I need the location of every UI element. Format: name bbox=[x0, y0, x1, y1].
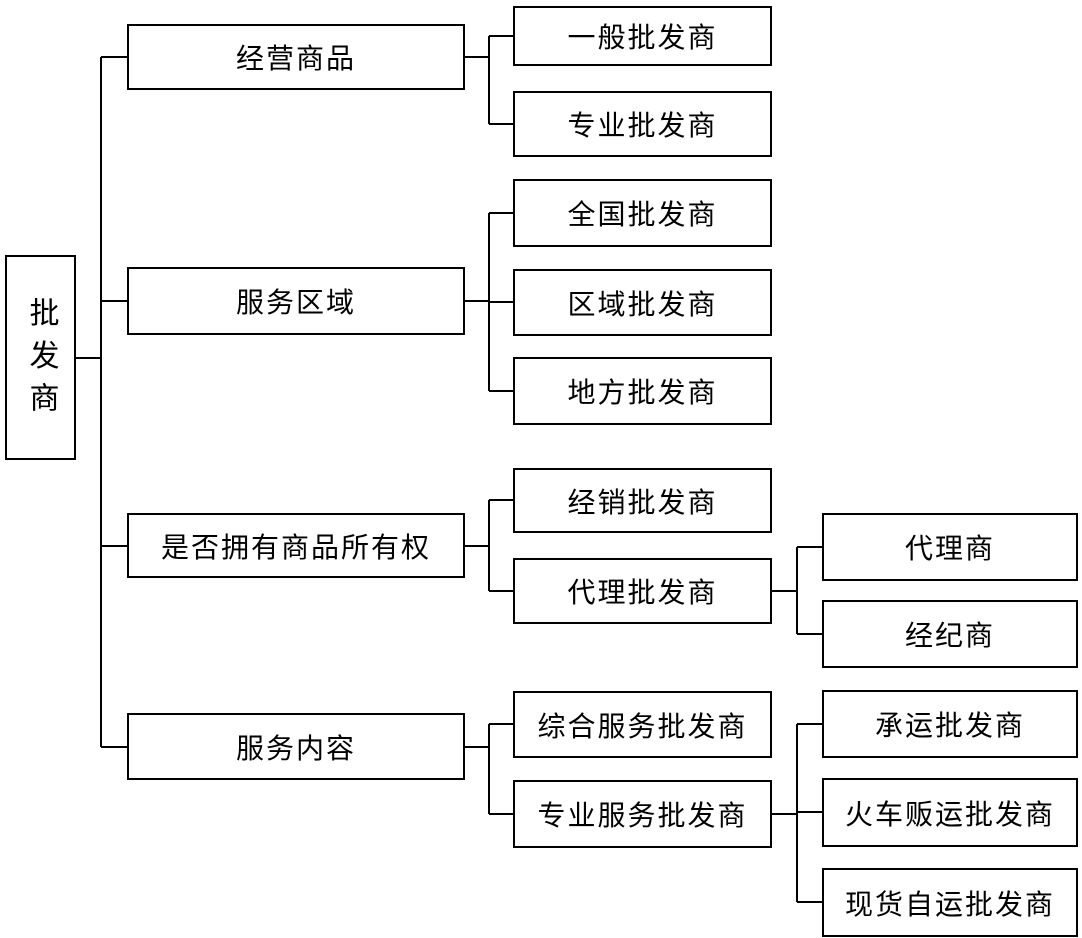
node-local-wholesaler: 地方批发商 bbox=[513, 357, 772, 425]
node-distribution-wholesaler: 经销批发商 bbox=[513, 468, 772, 533]
connector-special-service-bracket bbox=[772, 723, 822, 903]
node-agent: 代理商 bbox=[822, 513, 1078, 581]
node-ownership: 是否拥有商品所有权 bbox=[127, 513, 465, 578]
connector-service-content-bracket bbox=[465, 723, 513, 815]
node-regional-wholesaler: 区域批发商 bbox=[513, 269, 772, 336]
node-limited-service-wholesaler: 专业服务批发商 bbox=[513, 780, 772, 848]
node-full-service-wholesaler: 综合服务批发商 bbox=[513, 691, 772, 758]
node-specialty-wholesaler: 专业批发商 bbox=[513, 91, 772, 157]
node-rail-trade-wholesaler: 火车贩运批发商 bbox=[822, 778, 1078, 847]
node-operating-goods: 经营商品 bbox=[127, 24, 465, 90]
node-root-wholesaler: 批发商 bbox=[5, 255, 76, 460]
node-broker: 经纪商 bbox=[822, 600, 1078, 668]
connector-root-bracket bbox=[76, 56, 127, 748]
connector-operating-goods-bracket bbox=[465, 35, 513, 125]
node-service-area: 服务区域 bbox=[127, 267, 465, 335]
node-cash-carry-wholesaler: 现货自运批发商 bbox=[822, 868, 1078, 937]
node-general-wholesaler: 一般批发商 bbox=[513, 6, 772, 66]
node-service-content: 服务内容 bbox=[127, 713, 465, 780]
node-agent-wholesaler: 代理批发商 bbox=[513, 558, 772, 624]
connector-service-area-bracket bbox=[465, 212, 513, 392]
node-national-wholesaler: 全国批发商 bbox=[513, 179, 772, 247]
connector-ownership-bracket bbox=[465, 499, 513, 592]
connector-agent-wholesaler-bracket bbox=[772, 546, 822, 635]
node-carrier-wholesaler: 承运批发商 bbox=[822, 690, 1078, 758]
